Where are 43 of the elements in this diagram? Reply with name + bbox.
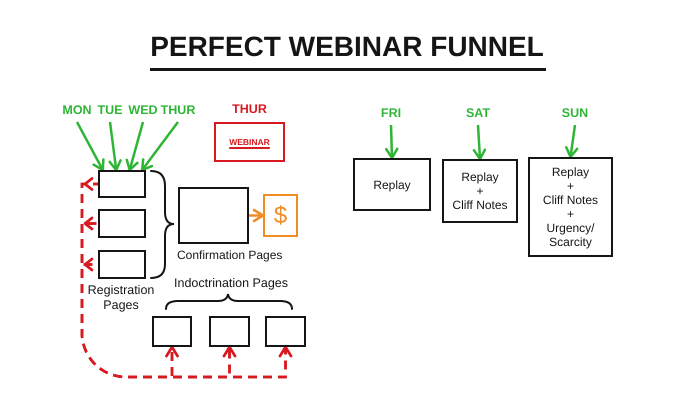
page-box bbox=[98, 250, 146, 279]
day-label: THUR bbox=[160, 103, 196, 117]
box-text: Urgency/ Scarcity bbox=[546, 221, 595, 249]
arrow bbox=[384, 124, 398, 160]
box-text: Cliff Notes bbox=[452, 198, 508, 212]
page-caption: Confirmation Pages bbox=[177, 248, 282, 263]
day-label: FRI bbox=[380, 106, 402, 120]
box-text: Replay bbox=[373, 178, 411, 192]
day-label: SAT bbox=[466, 106, 490, 120]
page-box bbox=[265, 316, 306, 347]
day-label: TUE bbox=[98, 103, 122, 117]
box-text: + bbox=[476, 184, 484, 198]
dollar-sign: $ bbox=[274, 202, 288, 230]
day-label: WED bbox=[128, 103, 158, 117]
box-text: + bbox=[566, 179, 574, 193]
arrow bbox=[108, 122, 122, 172]
arrow bbox=[249, 208, 264, 222]
box-text: Replay bbox=[552, 165, 590, 179]
page-box bbox=[178, 187, 249, 244]
arrow bbox=[126, 122, 144, 172]
content-box bbox=[528, 157, 613, 257]
group-label: Indoctrination Pages bbox=[174, 276, 288, 291]
group-label: Registration Pages bbox=[88, 283, 154, 313]
content-box bbox=[442, 159, 518, 223]
event-title: WEBINAR bbox=[229, 136, 270, 148]
box-text: Cliff Notes bbox=[542, 193, 598, 207]
box-text: Replay bbox=[461, 170, 499, 184]
content-box bbox=[353, 158, 431, 211]
arrow bbox=[565, 124, 578, 158]
payment-box bbox=[263, 194, 298, 237]
page-box bbox=[98, 170, 146, 198]
arrow bbox=[80, 258, 292, 378]
page-box bbox=[98, 209, 146, 238]
arrow bbox=[472, 124, 486, 160]
day-label: MON bbox=[62, 103, 92, 117]
page-box bbox=[209, 316, 250, 347]
arrow bbox=[76, 121, 105, 172]
box-text: + bbox=[566, 207, 574, 221]
day-label: THUR bbox=[232, 102, 267, 116]
arrow bbox=[140, 121, 179, 172]
page-box bbox=[152, 316, 192, 347]
day-label: SUN bbox=[562, 106, 588, 120]
title: PERFECT WEBINAR FUNNEL bbox=[150, 30, 544, 64]
